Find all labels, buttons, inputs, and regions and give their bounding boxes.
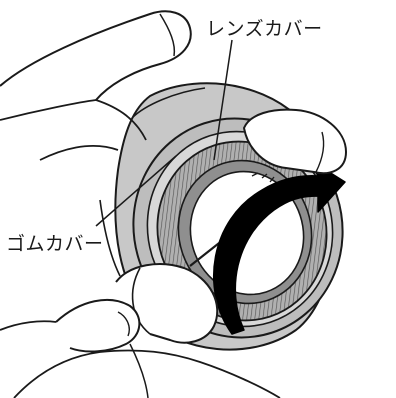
rubber-cover-label: ゴムカバー	[6, 229, 104, 256]
left-contour	[40, 146, 120, 276]
lens-cover-label: レンズカバー	[206, 14, 323, 41]
